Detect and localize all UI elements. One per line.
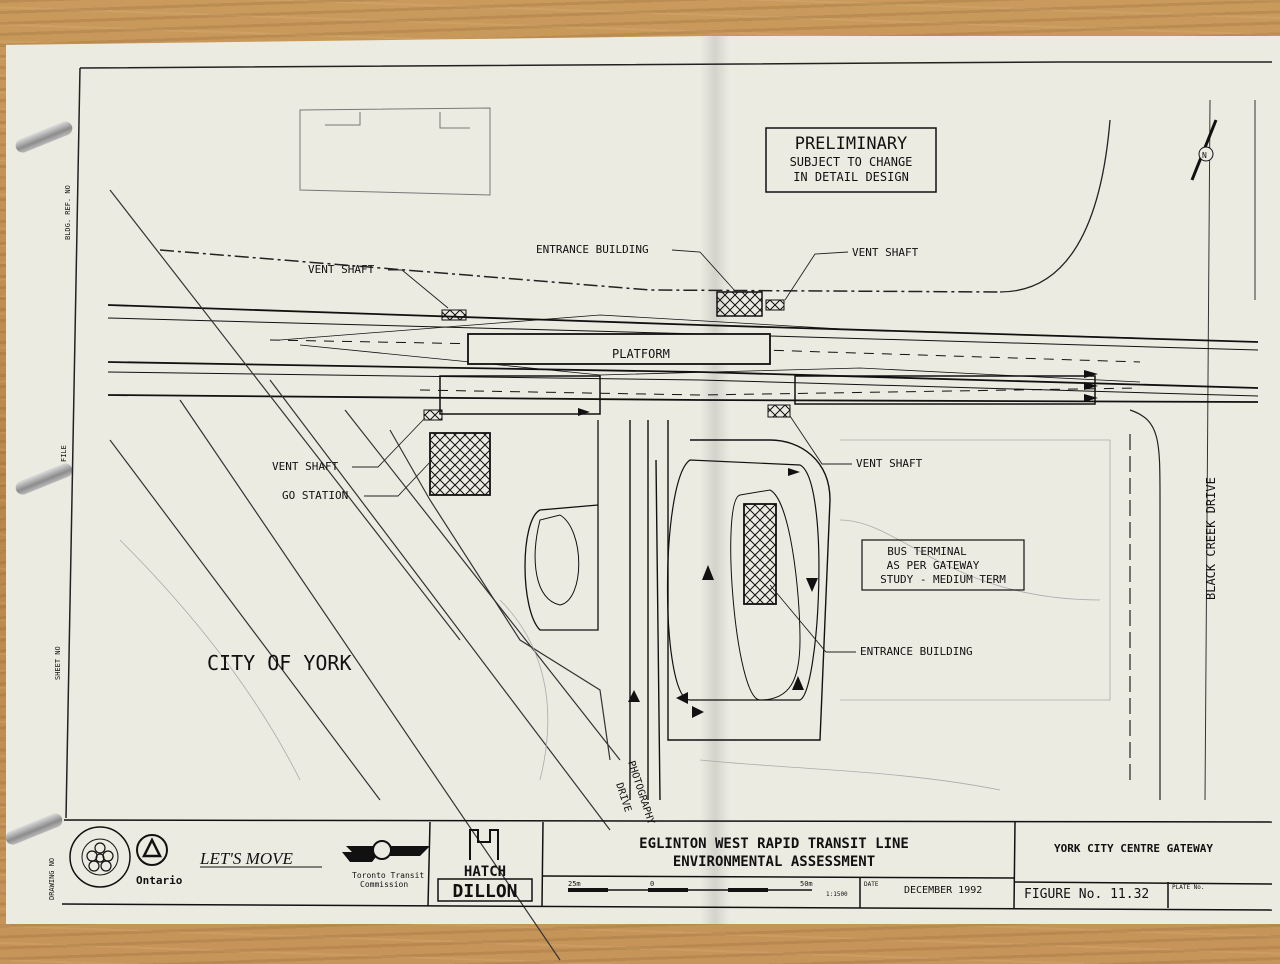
entrance-building-bottom <box>743 503 777 605</box>
ttc-logo <box>342 840 430 862</box>
label-platform: PLATFORM <box>612 347 670 361</box>
bus-terminal-note-box <box>861 539 1025 591</box>
bus-terminal-line-2: AS PER GATEWAY <box>887 559 980 572</box>
ontario-wordmark: Ontario <box>136 874 183 887</box>
plate-label: PLATE No. <box>1172 884 1205 891</box>
preliminary-line-2: IN DETAIL DESIGN <box>793 170 909 184</box>
existing-building-outline <box>299 107 491 196</box>
label-go-station: GO STATION <box>282 489 348 502</box>
scale-right-label: 50m <box>800 880 813 888</box>
north-arrow-icon: N <box>1190 119 1218 181</box>
dillon-box <box>437 878 533 902</box>
ontario-trillium-logo <box>136 834 168 866</box>
eglinton-tracks <box>107 304 1259 403</box>
preliminary-title: PRELIMINARY <box>795 134 908 154</box>
project-title-line-1: EGLINTON WEST RAPID TRANSIT LINE <box>639 836 909 852</box>
title-block <box>61 819 1273 911</box>
road-edge <box>999 119 1111 293</box>
hatch-logo-icon <box>469 829 499 860</box>
page-fold <box>700 36 730 924</box>
label-entrance-building-bottom: ENTRANCE BUILDING <box>860 645 973 658</box>
label-black-creek-drive: BLACK CREEK DRIVE <box>1204 477 1218 600</box>
sheet-border-left <box>65 67 81 819</box>
label-vent-shaft-left: VENT SHAFT <box>272 460 339 473</box>
figure-number: FIGURE No. 11.32 <box>1024 887 1149 902</box>
go-station-building <box>429 432 491 496</box>
sheet-border <box>79 61 1272 69</box>
label-entrance-building-top: ENTRANCE BUILDING <box>536 243 649 256</box>
rail-corridor <box>109 189 621 961</box>
project-title-line-2: ENVIRONMENTAL ASSESSMENT <box>673 854 875 870</box>
hatch-wordmark: HATCH <box>464 864 506 880</box>
traffic-arrows <box>578 370 1098 718</box>
scale-zero-label: 0 <box>650 880 654 888</box>
label-vent-shaft-right: VENT SHAFT <box>856 457 923 470</box>
svg-text:N: N <box>1202 151 1207 160</box>
sheet-title: YORK CITY CENTRE GATEWAY <box>1054 842 1213 855</box>
margin-sheet-no: SHEET NO <box>54 646 62 680</box>
black-creek-drive-edge <box>1204 99 1256 801</box>
metro-toronto-seal <box>69 826 131 888</box>
label-city-of-york: CITY OF YORK <box>207 651 352 675</box>
platform <box>467 333 771 365</box>
vent-shaft-top-right <box>765 299 785 311</box>
vent-shaft-right <box>767 404 791 418</box>
ttc-name-line-2: Commission <box>360 880 408 889</box>
margin-file: FILE <box>60 445 68 462</box>
bus-terminal-line-3: STUDY - MEDIUM TERM <box>880 573 1006 586</box>
date-label: DATE <box>864 881 879 888</box>
vent-shaft-top-left <box>441 309 467 321</box>
preliminary-notice-box <box>765 127 937 193</box>
bus-terminal-line-1: BUS TERMINAL <box>887 545 967 558</box>
black-creek-drive-west-edge <box>1129 409 1161 800</box>
preliminary-line-1: SUBJECT TO CHANGE <box>790 155 913 169</box>
station-box-west <box>439 375 601 415</box>
station-box-east <box>794 375 1096 405</box>
property-line <box>159 249 1001 293</box>
bus-terminal-loops <box>524 420 831 801</box>
vent-shaft-left <box>423 409 443 421</box>
scale-bar <box>568 888 812 892</box>
leader-lines <box>352 249 856 653</box>
drawing-sheet <box>6 36 1280 924</box>
entrance-building-top <box>716 291 763 317</box>
label-vent-shaft-top-left: VENT SHAFT <box>308 263 375 276</box>
margin-drawing-no: DRAWING NO <box>48 858 56 900</box>
date-value: DECEMBER 1992 <box>904 885 982 896</box>
dillon-wordmark: DILLON <box>452 881 517 902</box>
label-vent-shaft-top-right: VENT SHAFT <box>852 246 919 259</box>
scale-ratio: 1:1500 <box>826 891 848 898</box>
margin-bldg-ref: BLDG. REF. NO <box>64 185 72 240</box>
ttc-name-line-1: Toronto Transit <box>352 871 424 880</box>
scale-left-label: 25m <box>568 880 581 888</box>
contour-lines <box>119 439 1111 791</box>
lets-move-slogan: LET'S MOVE <box>199 849 294 868</box>
